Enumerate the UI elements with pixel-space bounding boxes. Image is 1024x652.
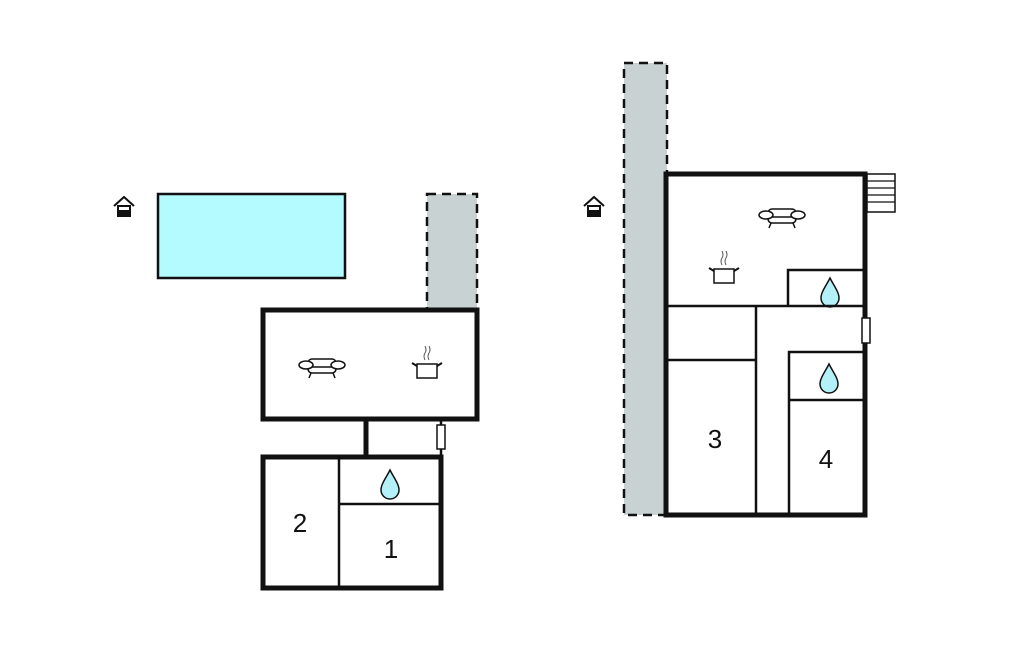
sofa-icon bbox=[298, 358, 346, 379]
cooking-pot-icon bbox=[411, 345, 443, 379]
wall bbox=[787, 350, 863, 515]
upper-floor: 3 4 bbox=[583, 61, 896, 518]
ground-floor: 2 1 bbox=[113, 192, 480, 591]
bedroom-block bbox=[260, 454, 444, 591]
terrace bbox=[622, 61, 669, 517]
water-drop-icon bbox=[820, 277, 840, 308]
room-label-3: 3 bbox=[708, 424, 722, 454]
room-label-2: 2 bbox=[293, 508, 307, 538]
living-room bbox=[260, 307, 480, 422]
house-icon bbox=[113, 196, 135, 217]
terrace bbox=[425, 192, 479, 312]
wall bbox=[786, 268, 863, 306]
cooking-pot-icon bbox=[708, 250, 740, 284]
room-label-1: 1 bbox=[384, 534, 398, 564]
house-icon bbox=[583, 196, 605, 217]
pool bbox=[156, 192, 347, 280]
room-label-4: 4 bbox=[819, 444, 833, 474]
sofa-icon bbox=[758, 208, 806, 229]
stairs-icon bbox=[866, 173, 896, 213]
water-drop-icon bbox=[380, 469, 400, 500]
main-floor bbox=[663, 171, 868, 518]
window-icon bbox=[861, 317, 871, 344]
window-icon bbox=[436, 424, 446, 450]
water-drop-icon bbox=[819, 363, 839, 394]
